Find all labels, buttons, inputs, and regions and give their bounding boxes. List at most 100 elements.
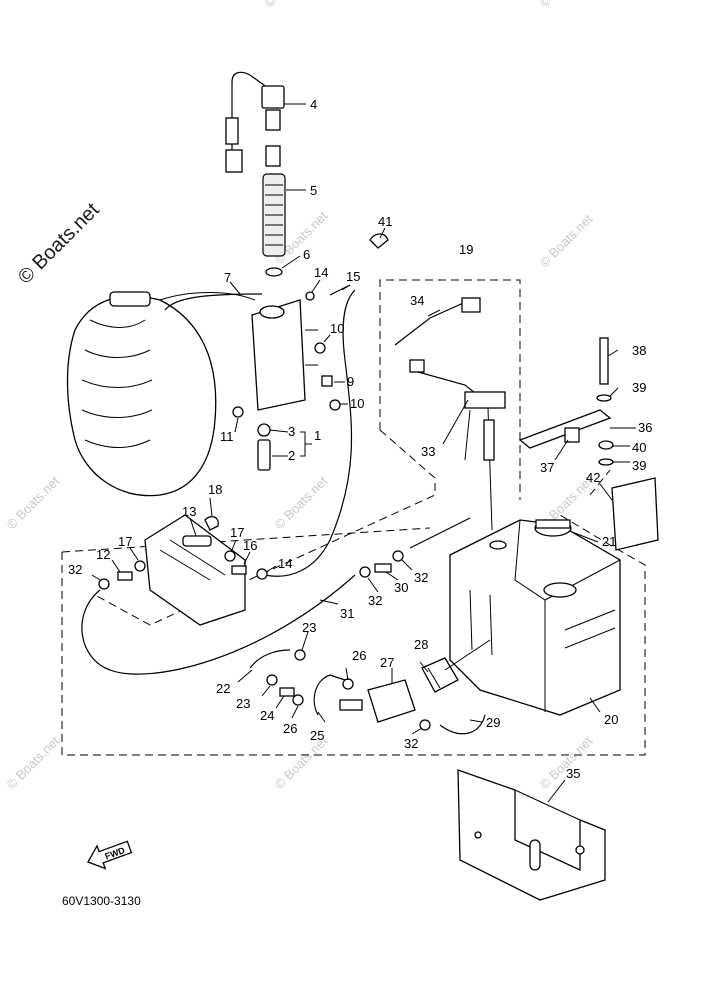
oil-tank-edges	[514, 519, 621, 712]
watermark: © Boats.net	[262, 0, 321, 10]
engine-fins	[81, 319, 153, 448]
hose-part-13	[182, 535, 212, 547]
engine-boss	[109, 291, 151, 307]
clamp-part-32c	[392, 550, 404, 562]
callout-6: 6	[303, 247, 310, 262]
pump-to-tank	[444, 639, 491, 671]
fitting-part-11	[232, 406, 244, 418]
callout-24: 24	[260, 708, 274, 723]
hose-part-22	[249, 649, 291, 669]
callout-32c: 32	[414, 570, 428, 585]
callout-5: 5	[310, 183, 317, 198]
callout-17b: 17	[118, 534, 132, 549]
sub-tank-neck	[259, 305, 285, 319]
joint-part-12	[117, 571, 133, 581]
group-box-19	[379, 279, 521, 500]
callout-11: 11	[220, 429, 234, 444]
callout-23b: 23	[236, 696, 250, 711]
label-part-42	[611, 477, 659, 551]
clamp-part-23b	[266, 674, 278, 686]
fwd-arrow-icon	[87, 840, 133, 870]
joint-part-16	[231, 565, 247, 575]
connector-part-34	[461, 297, 481, 313]
level-sensor-assembly	[394, 297, 506, 531]
callout-25: 25	[310, 728, 324, 743]
joint-part-30	[374, 563, 392, 573]
callout-15: 15	[346, 269, 360, 284]
watermark-main: © Boats.net	[14, 199, 104, 289]
hose-part-7	[164, 293, 263, 311]
bracket-slot	[529, 839, 541, 871]
diagram-code: 60V1300-3130	[62, 894, 141, 908]
oil-tank-cap-band	[535, 519, 571, 529]
joint-part-24	[279, 687, 295, 697]
callout-3: 3	[288, 424, 295, 439]
callout-32: 32	[68, 562, 82, 577]
callout-41: 41	[378, 214, 392, 229]
sensor-float	[483, 419, 495, 461]
callout-14b: 14	[278, 556, 292, 571]
callout-27: 27	[380, 655, 394, 670]
tray-bracket	[144, 514, 246, 626]
clamp-part-26	[292, 694, 304, 706]
tray-assembly	[98, 514, 268, 626]
group-box-lower	[61, 514, 646, 756]
callout-7: 7	[224, 270, 231, 285]
watermark: © Boats.net	[272, 473, 331, 532]
pump-connector	[339, 699, 363, 711]
callout-35: 35	[566, 766, 580, 781]
callout-10: 10	[350, 396, 364, 411]
watermark: © Boats.net	[537, 0, 596, 10]
leader-lines	[91, 103, 636, 803]
bracket-hardware	[518, 337, 659, 551]
callout-42: 42	[586, 470, 600, 485]
callout-30: 30	[394, 580, 408, 595]
bracket-part-35	[457, 769, 606, 901]
clamp-part-14b	[256, 568, 268, 580]
clamp-part-23	[294, 649, 306, 661]
tank-grommet	[489, 540, 507, 550]
callout-37: 37	[540, 460, 554, 475]
plug-connector	[225, 149, 243, 173]
callout-19: 19	[459, 242, 473, 257]
bracket-hole	[575, 845, 585, 855]
clamp-part-32	[98, 578, 110, 590]
wire-connector	[225, 117, 239, 145]
grommet-part-6	[265, 267, 283, 277]
hose-part-31	[81, 574, 356, 675]
bracket-hole-2	[474, 831, 482, 839]
clip-part-14	[305, 291, 315, 301]
callout-17: 17	[230, 525, 244, 540]
engine-top-edge	[159, 292, 256, 301]
callout-34: 34	[410, 293, 424, 308]
sensor-wire	[231, 71, 269, 165]
filter-part-28	[421, 657, 459, 693]
callout-32d: 32	[404, 736, 418, 751]
hose-part-29	[439, 714, 486, 735]
mounting-bracket	[457, 769, 606, 901]
grommet-part-2	[257, 439, 271, 471]
clamp-part-32b	[359, 566, 371, 578]
connector-33-upper	[409, 359, 425, 373]
sub-tank-part-1	[251, 299, 306, 411]
clip-part-18	[204, 515, 219, 531]
filler-cap-part-4	[261, 85, 285, 109]
filler-pipe	[265, 145, 281, 167]
oil-tank	[449, 519, 621, 716]
sub-tank-assembly	[225, 71, 389, 471]
bolt-part-38	[599, 337, 609, 385]
callout-32b: 32	[368, 593, 382, 608]
watermark: © Boats.net	[537, 211, 596, 270]
sensor-head	[464, 391, 506, 409]
fitting-part-8	[321, 375, 333, 387]
callout-21: 21	[602, 534, 616, 549]
callout-14: 14	[314, 265, 328, 280]
callout-23: 23	[302, 620, 316, 635]
bracket-fold	[514, 789, 581, 821]
callout-29: 29	[486, 715, 500, 730]
watermark: © Boats.net	[4, 733, 63, 792]
group-box-lower-top	[61, 527, 431, 553]
filler-neck	[265, 109, 281, 131]
bolt-part-10	[329, 399, 341, 411]
callout-33: 33	[421, 444, 435, 459]
